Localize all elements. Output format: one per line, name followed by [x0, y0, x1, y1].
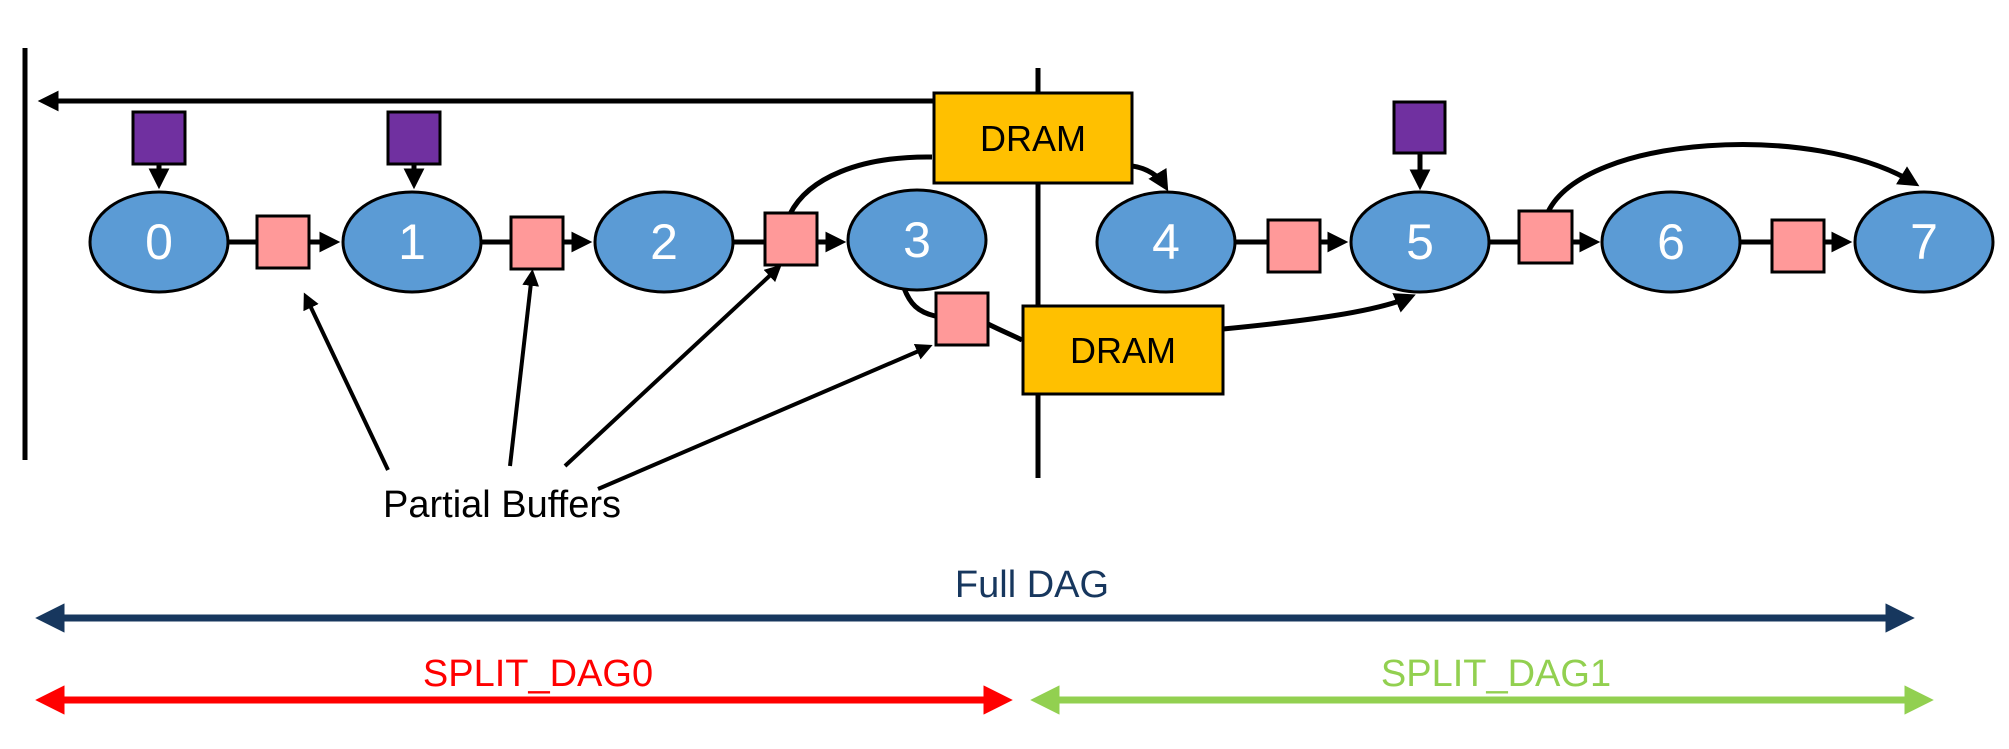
node2-label: 2: [650, 214, 678, 270]
callout-arrow-buffer1: [508, 268, 540, 467]
spill-buffer-square: [934, 291, 990, 347]
node1-ellipse: [341, 190, 483, 294]
dram-bottom-label: DRAM: [1070, 330, 1176, 371]
node0-label: 0: [145, 214, 173, 270]
dram-box-bottom: DRAM: [1021, 304, 1225, 396]
node3-label: 3: [903, 212, 931, 268]
dag-node-5: 5: [1349, 190, 1491, 294]
split-dag0-label: SPLIT_DAG0: [423, 653, 653, 695]
dram-bottom-to-node5-arrow: [1222, 293, 1416, 332]
dram-box-top: DRAM: [932, 91, 1134, 185]
full-dag-label: Full DAG: [955, 564, 1109, 606]
partial-buffers-label: Partial Buffers: [383, 484, 621, 526]
node7-ellipse: [1853, 190, 1995, 294]
buffer5-to-node7-skip-arrow: [1545, 142, 1920, 214]
dag-node-0: 0: [88, 190, 230, 294]
dag-node-4: 4: [1095, 190, 1237, 294]
node5-ellipse: [1349, 190, 1491, 294]
partial-buffer-square-0: [255, 214, 311, 270]
node4-label: 4: [1152, 214, 1180, 270]
partial-buffer-square-1: [509, 215, 565, 271]
node6-label: 6: [1657, 214, 1685, 270]
dram-top-label: DRAM: [980, 118, 1086, 159]
buffer3-to-dram-top-curve: [787, 154, 933, 216]
node5-label: 5: [1406, 214, 1434, 270]
dag-node-3: 3: [846, 188, 988, 292]
dag-node-2: 2: [593, 190, 735, 294]
node2-ellipse: [593, 190, 735, 294]
dag-node-6: 6: [1600, 190, 1742, 294]
partial-buffer-square-5: [1517, 209, 1574, 265]
node0-ellipse: [88, 190, 230, 294]
partial-buffer-square-4: [1266, 218, 1322, 274]
dram-top-rect: [932, 91, 1134, 185]
dram-bottom-rect: [1021, 304, 1225, 396]
node7-label: 7: [1910, 214, 1938, 270]
dag-node-7: 7: [1853, 190, 1995, 294]
spill-buffer-to-dram-bottom-curve: [986, 321, 1024, 343]
dag-node-1: 1: [341, 190, 483, 294]
split-dag1-label: SPLIT_DAG1: [1381, 653, 1611, 695]
node1-label: 1: [398, 214, 426, 270]
callout-arrow-buffer0: [303, 292, 390, 471]
dram-top-to-node4-arrow: [1131, 163, 1169, 192]
node4-ellipse: [1095, 190, 1237, 294]
node6-ellipse: [1600, 190, 1742, 294]
node3-ellipse: [846, 188, 988, 292]
input-buffer-square-node0: [131, 110, 187, 166]
partial-buffer-square-2: [763, 211, 819, 267]
partial-buffer-square-6: [1770, 218, 1826, 274]
callout-arrow-buffer2: [563, 264, 782, 468]
input-buffer-square-node5: [1392, 100, 1447, 155]
node3-to-spill-buffer-curve: [901, 287, 936, 319]
input-buffer-square-node1: [386, 110, 442, 166]
callout-arrow-spill-buffer: [597, 343, 933, 491]
